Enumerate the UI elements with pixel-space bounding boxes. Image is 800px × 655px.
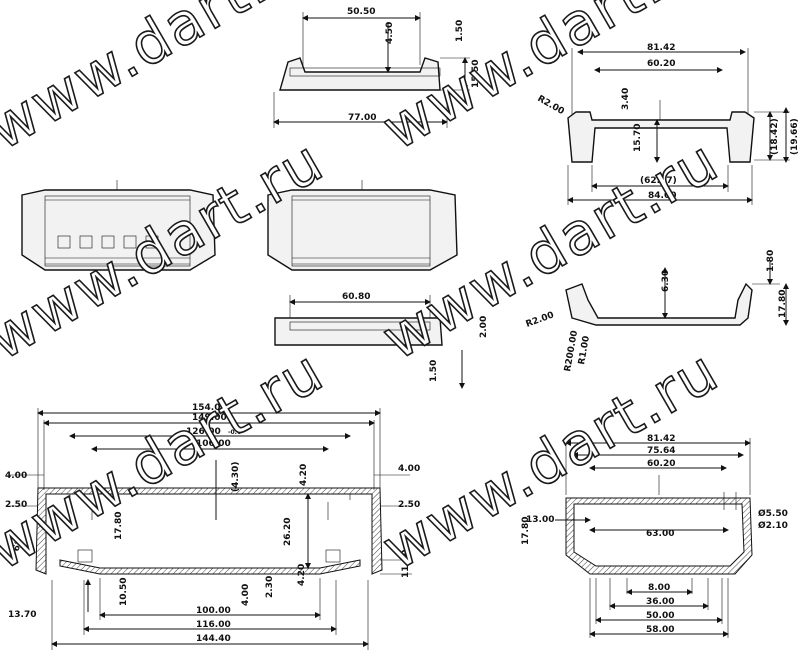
dim-1-50: 1.50 bbox=[455, 20, 465, 42]
dim-18-42: (18.42) bbox=[770, 118, 780, 155]
dim-84-00: 84.00 bbox=[648, 191, 676, 201]
dim-6-30: 6.30 bbox=[661, 270, 671, 292]
main-section-view bbox=[10, 408, 412, 650]
dim-154-00: 154.00 bbox=[192, 403, 227, 413]
dim-17-80-right: 17.80 bbox=[521, 517, 531, 545]
dim-106-00: 106.00 bbox=[196, 439, 231, 449]
dim-60-20-top: 60.20 bbox=[647, 59, 675, 69]
front-box-center bbox=[267, 180, 458, 271]
dim-10-50: 10.50 bbox=[119, 578, 129, 606]
dim-tol-0-6: -0.6 bbox=[228, 429, 241, 436]
dim-4-50: 4.50 bbox=[385, 22, 395, 44]
dim-3-40: 3.40 bbox=[621, 88, 631, 110]
dim-8-00: 8.00 bbox=[648, 583, 670, 593]
dim-r200-00: R200.00 bbox=[563, 330, 580, 373]
middle-right-section bbox=[565, 260, 789, 326]
dim-60-80: 60.80 bbox=[342, 292, 370, 302]
dim-17-80-mid: 17.80 bbox=[778, 290, 788, 318]
dim-19-66: (19.66) bbox=[790, 118, 800, 155]
dim-4-20-top: 4.20 bbox=[299, 464, 309, 486]
dim-126-00: 126.00 bbox=[186, 427, 221, 437]
dim-58-00: 58.00 bbox=[646, 625, 674, 635]
right-section-view bbox=[555, 438, 753, 638]
dim-4-20-bottom: 4.20 bbox=[297, 564, 307, 586]
dim-60-20-bottom: 60.20 bbox=[647, 459, 675, 469]
dim-4-00-bottom: 4.00 bbox=[241, 584, 251, 606]
dim-r2-00-top: R2.00 bbox=[536, 94, 566, 117]
dim-15-70: 15.70 bbox=[633, 124, 643, 152]
dim-17-80-main: 17.80 bbox=[114, 512, 124, 540]
dim-r2-00-mid: R2.00 bbox=[525, 310, 556, 329]
dim-4-00-left: 4.00 bbox=[5, 471, 27, 481]
dim-11-50: 11.50 bbox=[401, 550, 411, 578]
dim-2-00: 2.00 bbox=[479, 316, 489, 338]
dim-1-50-mid: 1.50 bbox=[429, 360, 439, 382]
dim-75-64: 75.64 bbox=[647, 446, 675, 456]
front-right-view bbox=[567, 48, 790, 205]
dim-62-77: (62.77) bbox=[640, 176, 677, 186]
dim-81-42-bottom: 81.42 bbox=[647, 434, 675, 444]
front-box-left bbox=[21, 180, 216, 271]
dim-50-00: 50.00 bbox=[646, 611, 674, 621]
dim-149-00: 149.00 bbox=[192, 413, 227, 423]
dim-50-50: 50.50 bbox=[347, 7, 375, 17]
dim-r1-00: R1.00 bbox=[577, 335, 592, 365]
dim-1-80: 1.80 bbox=[766, 250, 776, 272]
dim-36-00: 36.00 bbox=[646, 597, 674, 607]
dim-63-00: 63.00 bbox=[646, 529, 674, 539]
top-view bbox=[273, 12, 470, 128]
dim-4-30: (4.30) bbox=[231, 462, 241, 492]
middle-section-view bbox=[274, 295, 465, 389]
dim-13-00: 13.00 bbox=[526, 515, 554, 525]
dim-144-40: 144.40 bbox=[196, 634, 231, 644]
dim-2-50-right: 2.50 bbox=[398, 500, 420, 510]
dim-116-00: 116.00 bbox=[196, 620, 231, 630]
dim-77-00: 77.00 bbox=[348, 113, 376, 123]
dim-100-00: 100.00 bbox=[196, 606, 231, 616]
dim-dia-5-50: Ø5.50 bbox=[758, 508, 788, 519]
dim-15-50: 15.50 bbox=[471, 60, 481, 88]
dim-2-30: 2.30 bbox=[265, 576, 275, 598]
dim-dia-2-10: Ø2.10 bbox=[758, 520, 788, 531]
dim-6-deg: 6° bbox=[11, 539, 24, 553]
dim-26-20: 26.20 bbox=[283, 518, 293, 546]
dim-4-00-right: 4.00 bbox=[398, 464, 420, 474]
dim-13-70: 13.70 bbox=[8, 610, 36, 620]
dim-81-42-top: 81.42 bbox=[647, 43, 675, 53]
dim-2-50-left: 2.50 bbox=[5, 500, 27, 510]
